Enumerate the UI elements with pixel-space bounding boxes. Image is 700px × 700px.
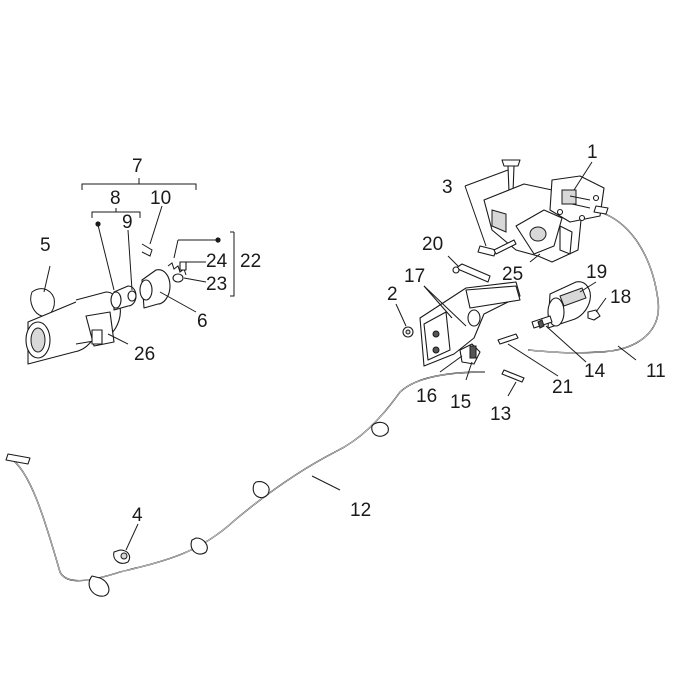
label-2: 2 bbox=[387, 284, 398, 305]
label-17: 17 bbox=[404, 266, 425, 287]
label-26: 26 bbox=[134, 344, 155, 365]
label-24: 24 bbox=[206, 251, 228, 272]
seat-release-cable bbox=[5, 371, 486, 597]
label-16: 16 bbox=[416, 386, 437, 407]
label-20: 20 bbox=[422, 234, 443, 255]
label-12: 12 bbox=[350, 500, 371, 521]
label-13: 13 bbox=[490, 404, 511, 425]
label-10: 10 bbox=[150, 188, 171, 209]
label-23: 23 bbox=[206, 274, 227, 295]
fuel-cap-lock-assembly bbox=[25, 243, 187, 365]
label-11: 11 bbox=[646, 361, 666, 382]
label-1: 1 bbox=[587, 142, 598, 163]
label-9: 9 bbox=[122, 212, 133, 233]
lock-actuator-assembly bbox=[395, 255, 607, 397]
label-25: 25 bbox=[502, 264, 523, 285]
label-5: 5 bbox=[40, 235, 51, 256]
label-15: 15 bbox=[450, 392, 471, 413]
label-8: 8 bbox=[110, 188, 121, 209]
label-4: 4 bbox=[132, 505, 143, 526]
label-22: 22 bbox=[240, 251, 261, 272]
label-19: 19 bbox=[586, 262, 607, 283]
callout-labels: 1 2 3 4 5 6 7 8 9 10 11 12 13 14 15 16 1… bbox=[40, 142, 666, 526]
label-6: 6 bbox=[197, 311, 208, 332]
group-brackets bbox=[43, 178, 235, 345]
label-14: 14 bbox=[584, 361, 606, 382]
label-18: 18 bbox=[610, 287, 631, 308]
lock-cable bbox=[527, 211, 660, 354]
label-21: 21 bbox=[552, 377, 573, 398]
label-7: 7 bbox=[132, 156, 143, 177]
misc-leaders bbox=[125, 345, 637, 551]
seat-lock-bracket bbox=[464, 159, 609, 263]
label-3: 3 bbox=[442, 177, 453, 198]
